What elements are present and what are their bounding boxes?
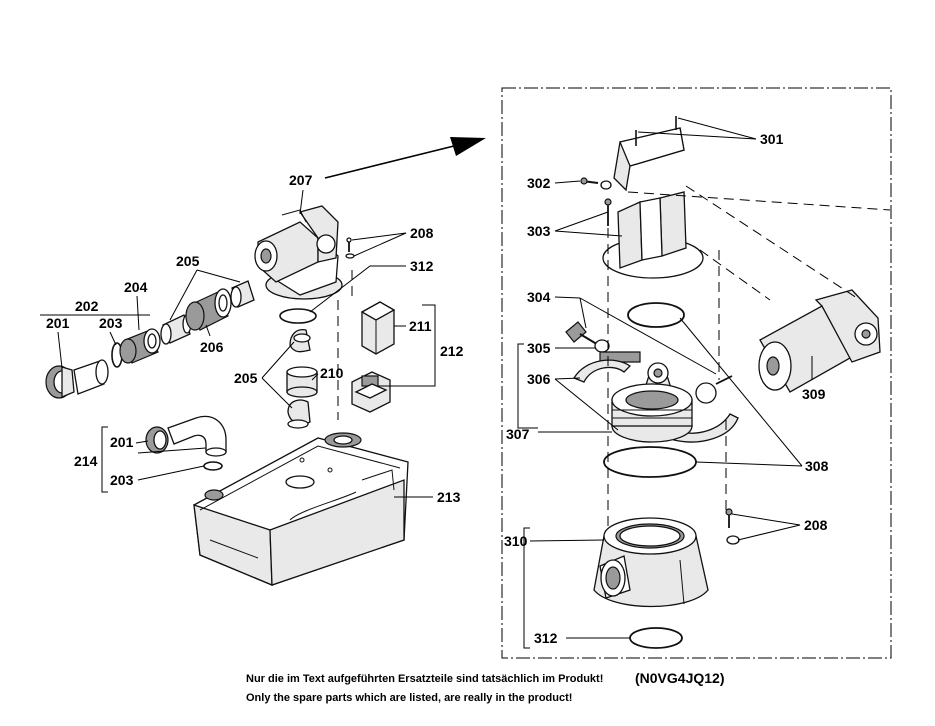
part-305-bolt [565,321,610,353]
label-203: 203 [99,315,123,331]
label-203-lower: 203 [110,472,134,488]
leader-lines [40,117,813,649]
part-211-cover [360,301,396,355]
label-312-left: 312 [410,258,434,274]
label-207: 207 [289,172,313,188]
label-201: 201 [46,315,70,331]
part-elbow-pipe [167,415,227,457]
label-212: 212 [440,343,464,359]
part-312-oring-right [629,627,683,649]
label-208-right: 208 [804,517,828,533]
part-oring-lower [603,446,697,478]
part-310-housing [593,517,709,608]
part-312-oring [279,308,317,324]
label-201-lower: 201 [110,434,134,450]
label-308: 308 [805,458,829,474]
part-labels: 201 202 203 204 205 206 207 208 312 211 … [46,131,829,646]
label-303: 303 [527,223,551,239]
label-206: 206 [200,339,224,355]
label-204: 204 [124,279,148,295]
label-307: 307 [506,426,530,442]
part-206-adapter [185,288,232,331]
part-205-cap [230,280,255,308]
footer-note-de: Nur die im Text aufgeführten Ersatzteile… [246,673,603,685]
detail-frame [501,87,892,659]
part-208-screw [345,237,355,259]
label-205-lower: 205 [234,370,258,386]
label-309: 309 [802,386,826,402]
part-205-elbow-lower [287,399,311,429]
part-203-oring-lower [203,461,223,471]
label-305: 305 [527,340,551,356]
label-310: 310 [504,533,528,549]
part-205-elbow-upper [289,329,311,353]
part-oring-upper [627,302,685,328]
label-208-left: 208 [410,225,434,241]
part-207-motor-housing [254,205,343,300]
part-307-gear-ring [611,383,693,443]
part-213-tank [193,432,409,586]
part-201-nut-lower [145,426,169,454]
part-309-motor [758,289,881,393]
label-202: 202 [75,298,99,314]
label-302: 302 [527,175,551,191]
part-301-bracket [613,116,685,192]
detail-arrow [324,137,486,179]
label-210: 210 [320,365,344,381]
part-201-nut [45,365,75,399]
drawing-code: (N0VG4JQ12) [635,670,724,686]
label-312-right: 312 [534,630,558,646]
label-205-top: 205 [176,253,200,269]
part-302-screw [580,177,612,190]
part-303-mount [602,191,704,279]
label-214: 214 [74,453,98,469]
footer-note-en: Only the spare parts which are listed, a… [246,692,572,704]
part-306-clamp [573,359,739,443]
label-211: 211 [409,318,432,334]
label-213: 213 [437,489,461,505]
part-pipe-small [73,359,109,395]
assembly-axes [337,185,891,526]
part-204-coupling [119,328,161,364]
label-306: 306 [527,371,551,387]
part-210-sleeve [286,366,318,398]
label-301: 301 [760,131,784,147]
part-switch-unit [351,371,391,413]
label-304: 304 [527,289,551,305]
